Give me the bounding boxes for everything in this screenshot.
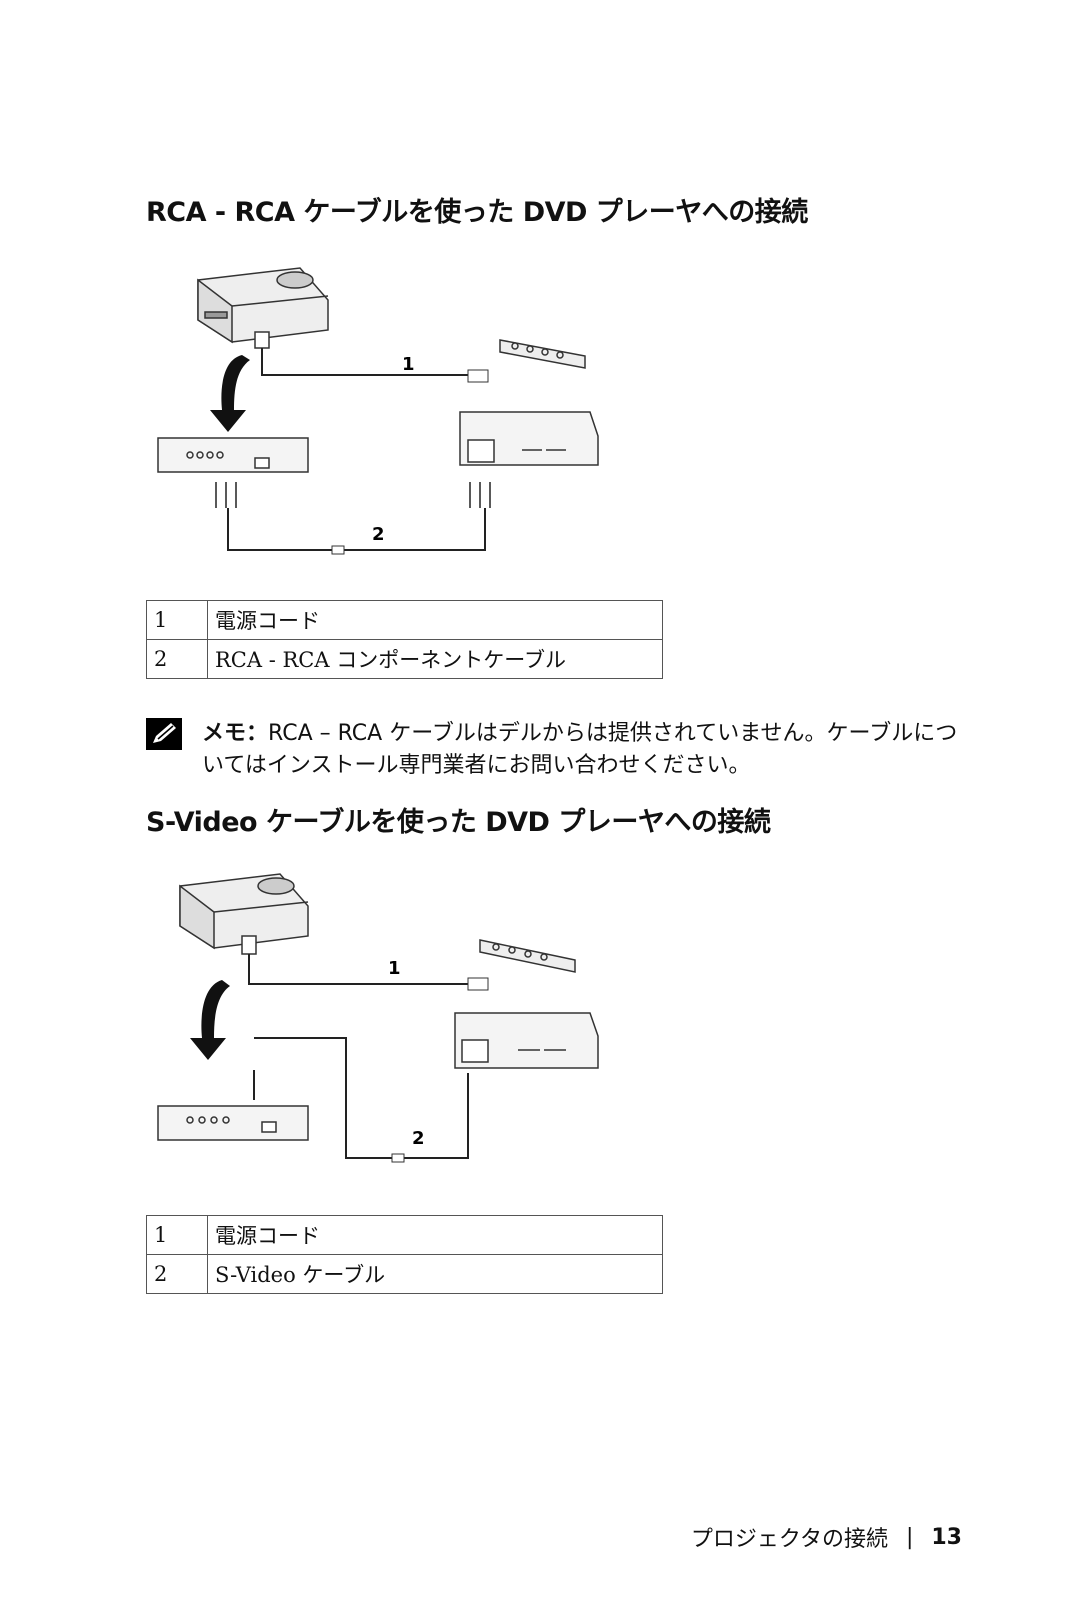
projector-illustration — [179, 873, 309, 955]
rca-connection-diagram: 1 2 — [157, 267, 599, 555]
projector-illustration — [197, 267, 329, 349]
footer-separator: | — [905, 1524, 914, 1550]
legend-label: RCA - RCA コンポーネントケーブル — [207, 639, 663, 679]
section-heading-rca: RCA - RCA ケーブルを使った DVD プレーヤへの接続 — [146, 197, 808, 228]
legend-number: 2 — [146, 639, 208, 679]
table-row: 2 S-Video ケーブル — [146, 1254, 663, 1294]
note-label: メモ： — [202, 721, 269, 746]
arrow-down-icon — [190, 980, 230, 1060]
legend-number: 1 — [146, 600, 208, 640]
pencil-note-icon — [146, 718, 182, 750]
callout-1: 1 — [402, 354, 415, 375]
note-callout: メモ：RCA – RCA ケーブルはデルからは提供されていません。ケーブルについ… — [146, 718, 976, 782]
callout-2: 2 — [372, 524, 385, 545]
table-row: 1 電源コード — [146, 600, 663, 640]
footer-section-title: プロジェクタの接続 — [690, 1527, 888, 1552]
legend-table-svideo: 1 電源コード 2 S-Video ケーブル — [146, 1215, 663, 1294]
arrow-down-icon — [210, 355, 250, 432]
note-body: RCA – RCA ケーブルはデルからは提供されていません。ケーブルについてはイ… — [202, 721, 958, 778]
projector-rear-panel — [157, 1105, 309, 1141]
callout-1: 1 — [388, 958, 401, 979]
callout-2: 2 — [412, 1128, 425, 1149]
table-row: 1 電源コード — [146, 1215, 663, 1255]
svideo-connection-diagram: 1 2 — [157, 873, 599, 1163]
power-strip-illustration — [479, 939, 576, 973]
legend-number: 1 — [146, 1215, 208, 1255]
legend-label: S-Video ケーブル — [207, 1254, 663, 1294]
page-footer: プロジェクタの接続 | 13 — [691, 1521, 962, 1553]
note-text: メモ：RCA – RCA ケーブルはデルからは提供されていません。ケーブルについ… — [202, 718, 976, 782]
dvd-player-illustration — [459, 411, 599, 466]
legend-label: 電源コード — [207, 1215, 663, 1255]
legend-table-rca: 1 電源コード 2 RCA - RCA コンポーネントケーブル — [146, 600, 663, 679]
table-row: 2 RCA - RCA コンポーネントケーブル — [146, 639, 663, 679]
legend-number: 2 — [146, 1254, 208, 1294]
legend-label: 電源コード — [207, 600, 663, 640]
dvd-player-illustration — [454, 1012, 599, 1069]
power-strip-illustration — [499, 339, 586, 369]
page-number: 13 — [931, 1524, 962, 1550]
section-heading-svideo: S-Video ケーブルを使った DVD プレーヤへの接続 — [146, 807, 771, 838]
projector-rear-panel — [157, 437, 309, 473]
